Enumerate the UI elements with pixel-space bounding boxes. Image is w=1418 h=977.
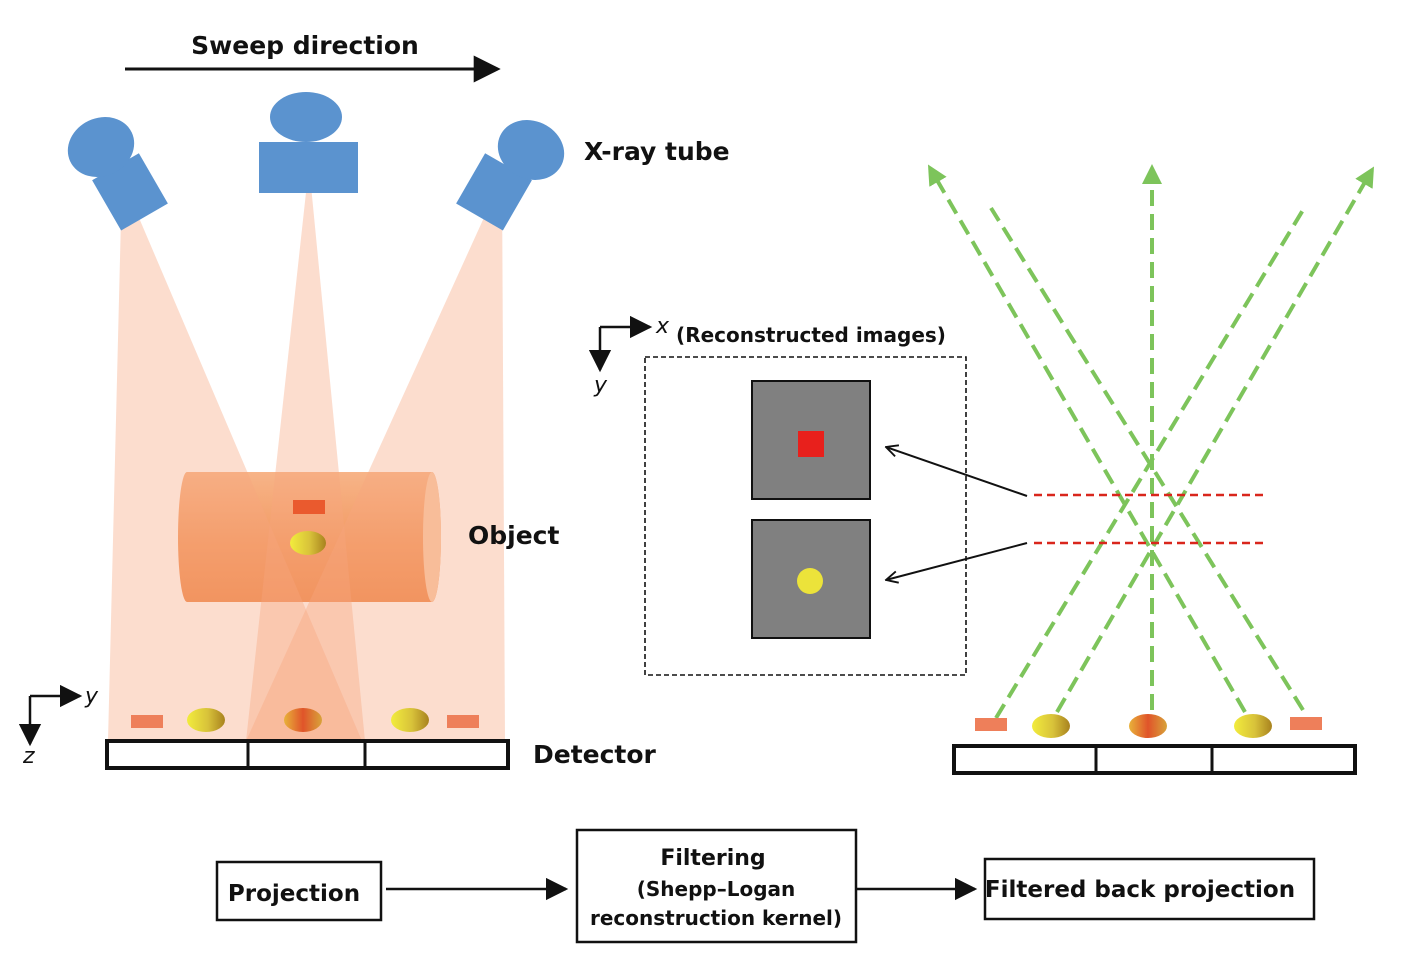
reconstructed-images-frame: [644, 356, 967, 676]
beam-right: [246, 178, 505, 741]
left-axis-horizontal: y: [84, 684, 99, 709]
mid-axis-horizontal: x: [655, 314, 670, 339]
filtering-title: Filtering: [660, 846, 765, 871]
left-axis-vertical: z: [22, 744, 35, 769]
filtering-line1: (Shepp–Logan: [637, 877, 796, 901]
sweep-direction-label: Sweep direction: [191, 31, 419, 60]
bp-shadow-mixed: [1129, 714, 1167, 738]
fbp-box: [983, 857, 1316, 921]
shadow-red-2: [447, 715, 479, 728]
xray-tube-icon: [67, 92, 565, 231]
bp-shadow-red-1: [975, 718, 1007, 731]
back-projection-lines: [927, 164, 1375, 720]
shadow-mixed-center: [284, 708, 322, 732]
shadow-yellow-2: [391, 708, 429, 732]
fbp-label: Filtered back projection: [985, 877, 1295, 903]
filtering-line2: reconstruction kernel): [590, 906, 842, 930]
projection-label: Projection: [228, 881, 360, 907]
beam-center: [246, 165, 365, 741]
object-label: Object: [468, 521, 559, 550]
detector-label: Detector: [533, 740, 657, 769]
bp-shadow-red-2: [1290, 717, 1322, 730]
middle-axes: [588, 315, 653, 373]
arrow-slice-top: [886, 447, 1028, 497]
recon-yellow-circle: [797, 568, 823, 594]
mid-axis-vertical: y: [593, 373, 608, 398]
xray-tube-label: X-ray tube: [584, 137, 730, 166]
bp-shadow-yellow-2: [1234, 714, 1272, 738]
object-red-feature: [293, 500, 325, 514]
shadow-yellow-1: [187, 708, 225, 732]
left-axes: [18, 684, 83, 747]
arrow-slice-bottom: [886, 542, 1028, 580]
projection-box: [215, 860, 383, 922]
object-yellow-feature: [290, 531, 326, 555]
filtering-box: [575, 828, 858, 944]
bp-detector-icon: [952, 744, 1357, 775]
shadow-red-1: [131, 715, 163, 728]
bp-shadow-yellow-1: [1032, 714, 1070, 738]
recon-red-square: [798, 431, 824, 457]
detector-icon: [105, 739, 510, 770]
beam-left: [108, 178, 362, 741]
reconstructed-images-label: (Reconstructed images): [676, 323, 946, 347]
